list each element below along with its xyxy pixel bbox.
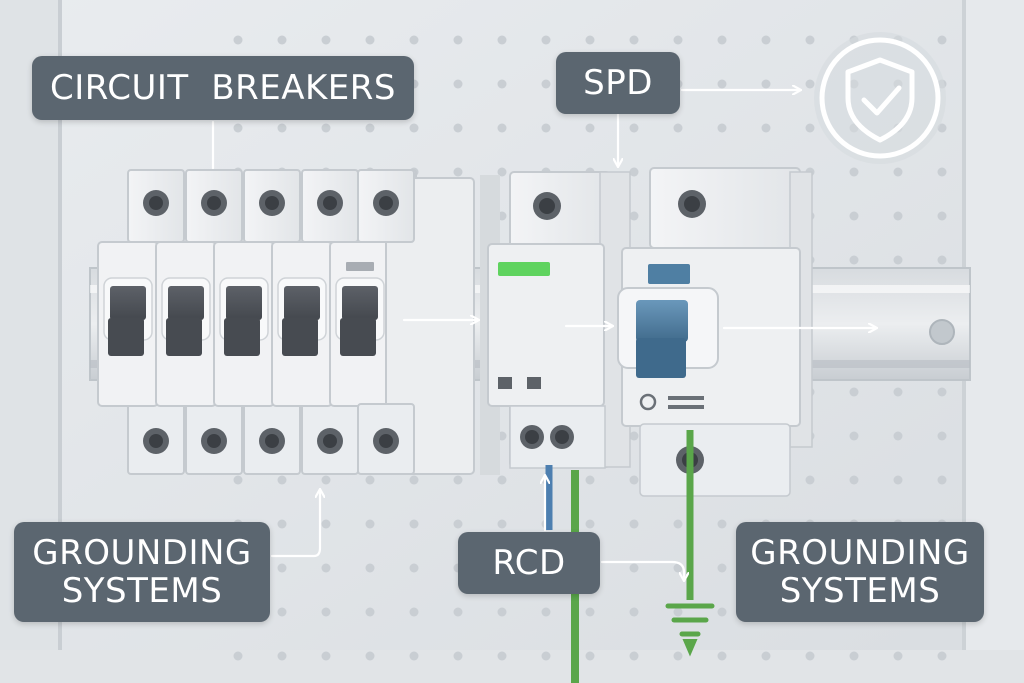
rcd-to-ground-arrow: [600, 560, 684, 580]
grounding-left-line-2: SYSTEMS: [61, 571, 223, 611]
grounding-left-arrow: [270, 490, 320, 558]
rcd-device: [487, 171, 631, 469]
breaker-toggle: [168, 286, 204, 320]
rcd-label-text: RCD: [492, 543, 566, 583]
grounding-right-line-2: SYSTEMS: [779, 571, 941, 611]
breaker-toggle: [226, 286, 262, 320]
circuit-breakers-label: CIRCUIT BREAKERS: [32, 56, 414, 120]
ground-symbol-icon: [665, 603, 715, 657]
circuit-breaker-faceplate: [97, 241, 159, 407]
breaker-toggle: [110, 286, 146, 320]
rcd-label: RCD: [458, 532, 600, 594]
connector-arrows: [211, 90, 876, 580]
grounding-left-line-1: GROUNDING: [32, 533, 252, 573]
circuit-breaker-module: [301, 169, 359, 475]
circuit-breaker-module: [243, 169, 301, 475]
spd-device: [617, 167, 813, 497]
circuit-breaker-group: [97, 169, 500, 475]
circuit-breaker-faceplate: [329, 241, 391, 407]
circuit-breaker-faceplate: [155, 241, 217, 407]
breaker-toggle: [342, 286, 378, 320]
enclosure-bottom: [0, 650, 1024, 683]
circuit-breaker-faceplate: [213, 241, 275, 407]
rcd-indicator-light: [498, 262, 550, 276]
circuit-breaker-faceplate: [271, 241, 333, 407]
shield-check-icon: [814, 32, 946, 164]
spd-label: SPD: [556, 52, 680, 114]
breaker-toggle: [284, 286, 320, 320]
circuit-breakers-label-text: CIRCUIT BREAKERS: [50, 68, 396, 108]
spd-toggle: [636, 300, 688, 342]
circuit-breaker-module: [127, 169, 185, 475]
grounding-right-line-1: GROUNDING: [750, 533, 970, 573]
grounding-systems-left-label: GROUNDING SYSTEMS: [14, 522, 270, 622]
grounding-systems-right-label: GROUNDING SYSTEMS: [736, 522, 984, 622]
circuit-breaker-module: [185, 169, 243, 475]
spd-label-text: SPD: [583, 63, 653, 103]
